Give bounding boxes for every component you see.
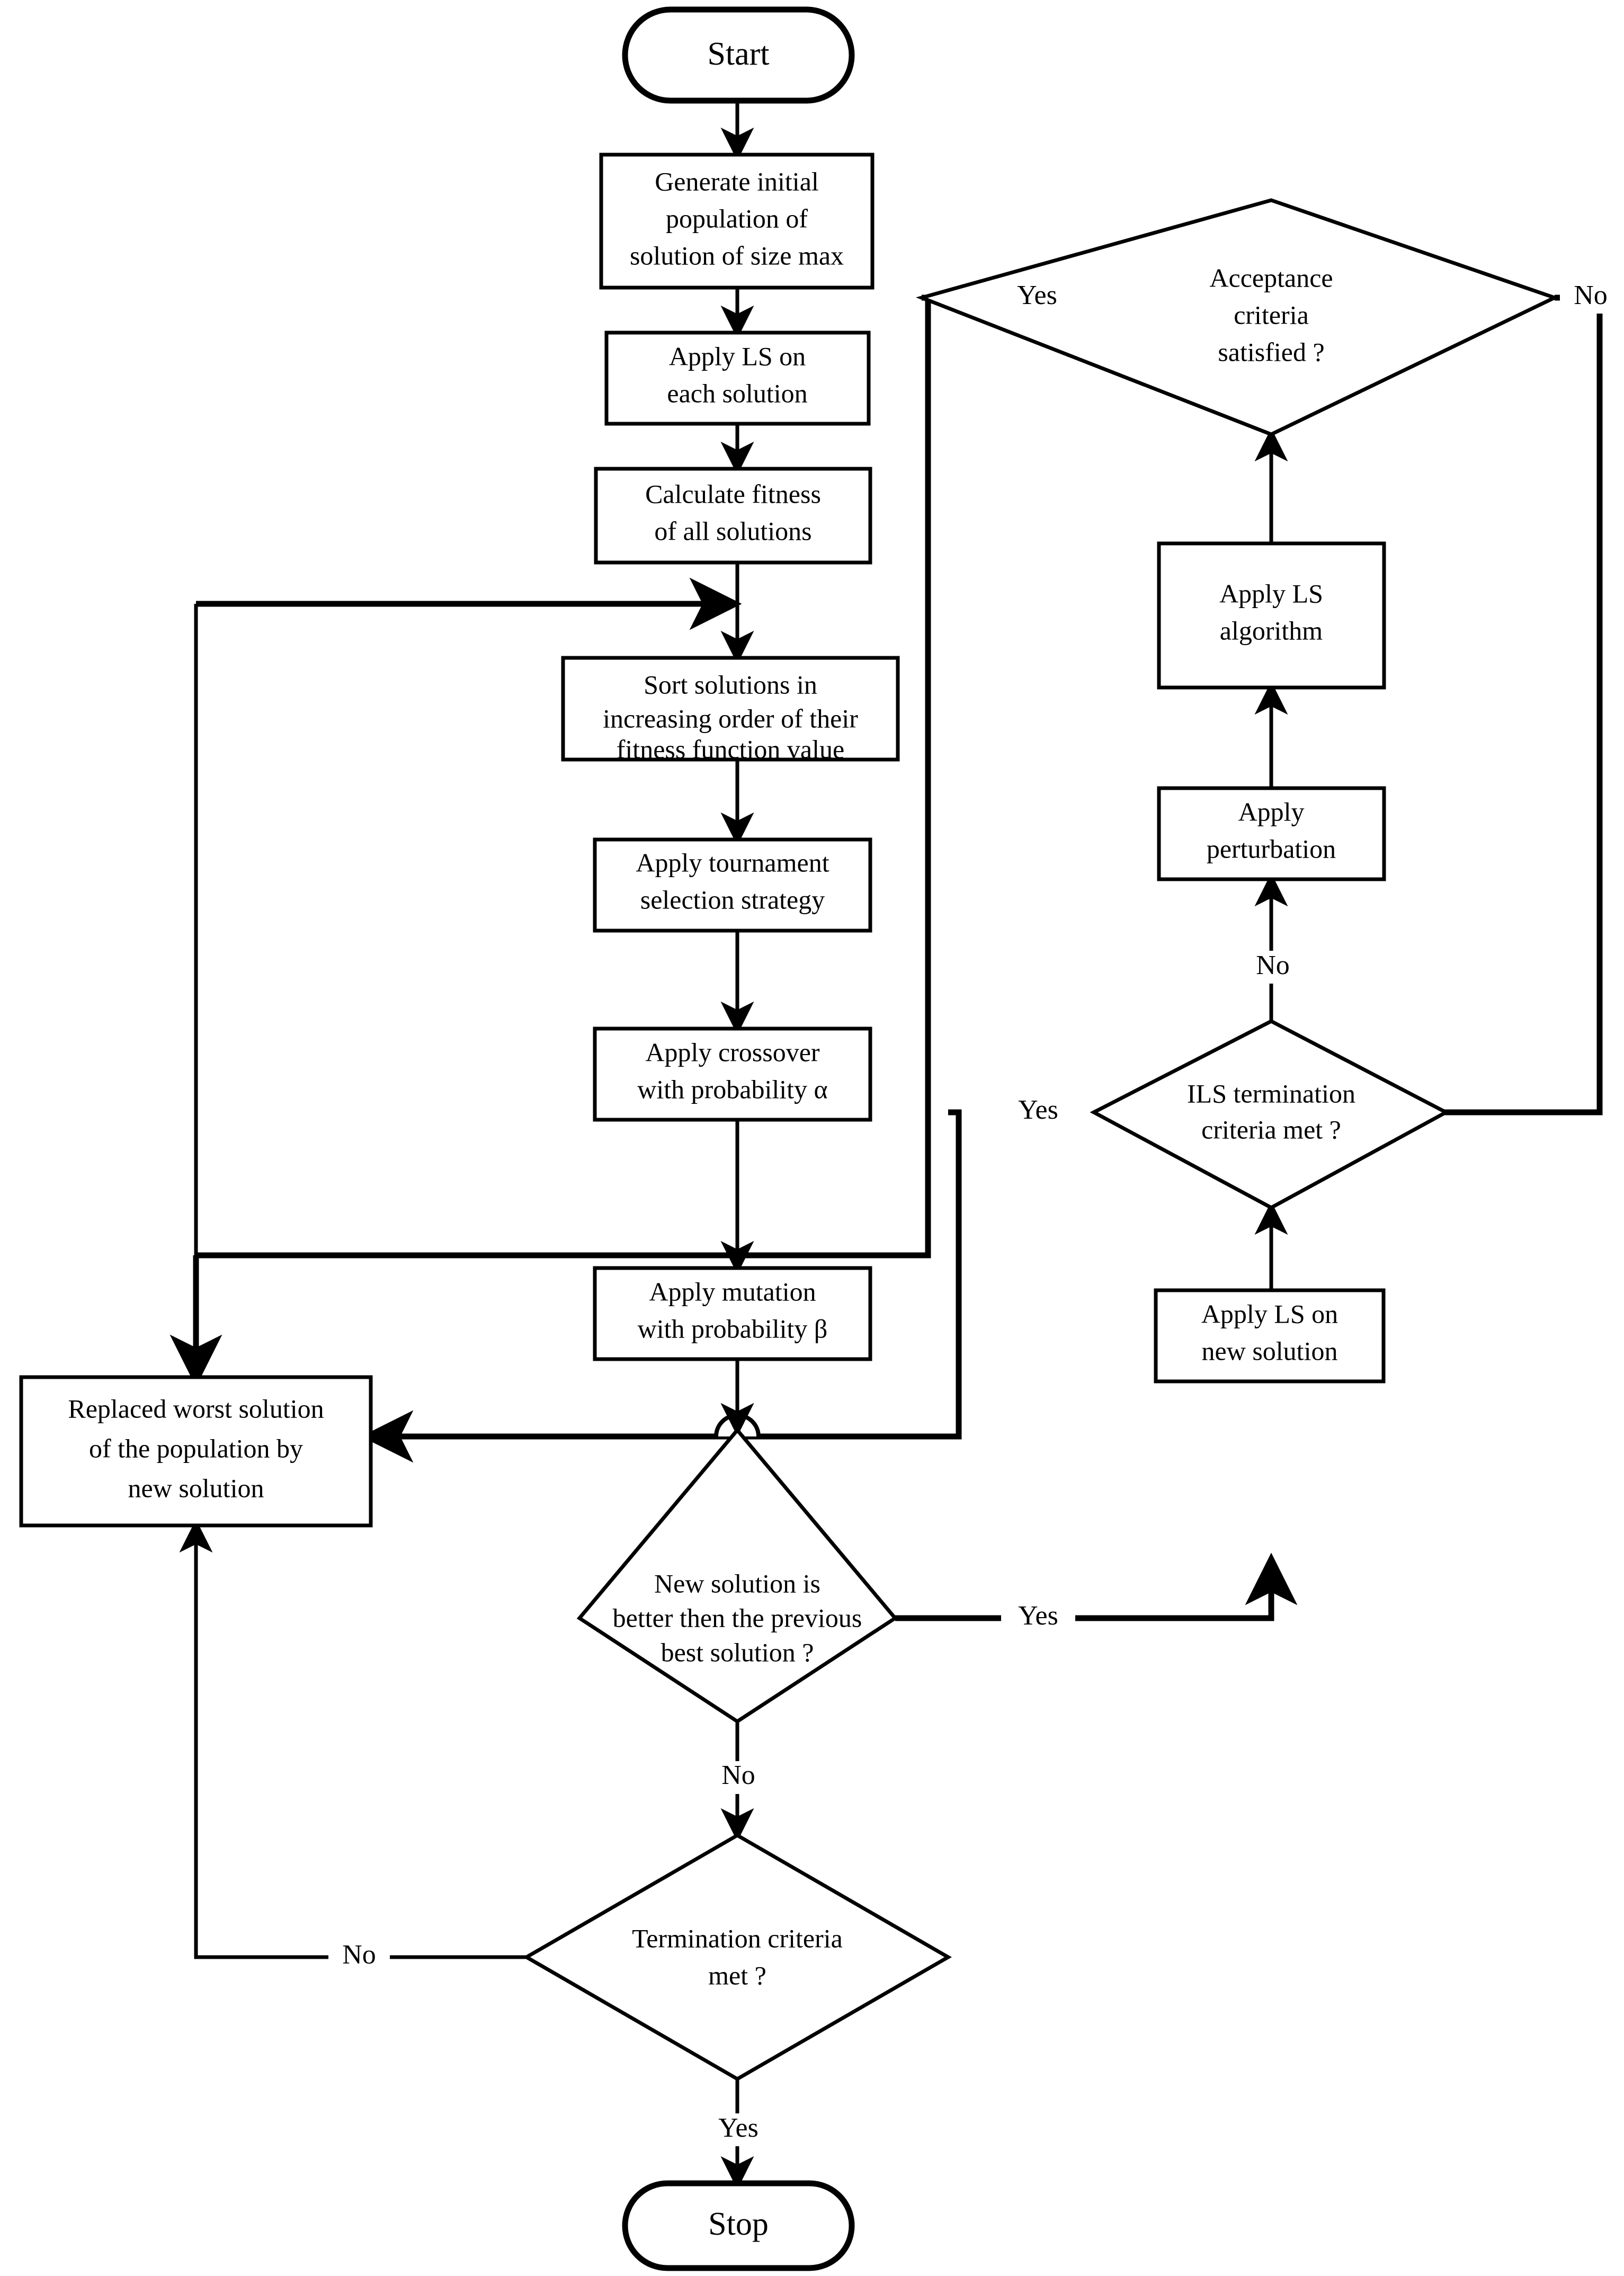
node-applyls-line2: each solution bbox=[667, 378, 807, 408]
node-mutation-line1: Apply mutation bbox=[649, 1277, 816, 1306]
node-fitness-line2: of all solutions bbox=[654, 516, 811, 546]
node-termination-criteria-decision[interactable]: Termination criteria met ? bbox=[523, 1833, 952, 2082]
node-newbetter-line1: New solution is bbox=[654, 1568, 820, 1598]
edge-acceptance-no-path bbox=[1330, 294, 1603, 1139]
line-hop-bridge bbox=[714, 1359, 761, 1437]
edge-label-newbetter-no: No bbox=[721, 1760, 755, 1790]
node-stop-label: Stop bbox=[708, 2206, 769, 2242]
node-perturbation-line1: Apply bbox=[1238, 797, 1305, 826]
edge-ils-yes-path bbox=[361, 1109, 962, 1463]
node-tournament-selection[interactable]: Apply tournament selection strategy bbox=[593, 837, 872, 933]
edge-termination-no-path bbox=[194, 604, 578, 1959]
node-tournament-line1: Apply tournament bbox=[636, 847, 829, 877]
node-sort-line3: fitness function value bbox=[617, 734, 844, 764]
node-fitness-line1: Calculate fitness bbox=[645, 479, 821, 508]
edge-label-newbetter-yes: Yes bbox=[1018, 1601, 1058, 1631]
node-generate-line2: population of bbox=[666, 203, 808, 233]
node-generate-line3: solution of size max bbox=[630, 240, 844, 270]
node-ils-line2: criteria met ? bbox=[1201, 1114, 1341, 1144]
node-newbetter-line3: best solution ? bbox=[661, 1637, 814, 1667]
edge-label-acceptance-no: No bbox=[1574, 280, 1608, 310]
node-lsnew-line1: Apply LS on bbox=[1201, 1299, 1338, 1328]
node-apply-crossover[interactable]: Apply crossover with probability α bbox=[593, 1027, 872, 1122]
node-replace-line2: of the population by bbox=[89, 1433, 303, 1463]
edge-label-acceptance-yes: Yes bbox=[1017, 280, 1057, 310]
node-sort-line2: increasing order of their bbox=[603, 703, 858, 733]
node-acceptance-line1: Acceptance bbox=[1209, 263, 1333, 292]
node-acceptance-line3: satisfied ? bbox=[1218, 337, 1324, 367]
node-sort-solutions[interactable]: Sort solutions in increasing order of th… bbox=[561, 656, 900, 764]
edge-label-termination-yes: Yes bbox=[718, 2113, 759, 2143]
node-applyls-line1: Apply LS on bbox=[669, 341, 806, 371]
node-crossover-line2: with probability α bbox=[637, 1074, 828, 1104]
node-lsalg-line2: algorithm bbox=[1220, 615, 1323, 645]
node-stop[interactable]: Stop bbox=[622, 2180, 855, 2271]
node-lsnew-line2: new solution bbox=[1202, 1336, 1338, 1365]
node-acceptance-criteria-decision[interactable]: Acceptance criteria satisfied ? bbox=[915, 198, 1560, 436]
node-calculate-fitness[interactable]: Calculate fitness of all solutions bbox=[594, 467, 872, 565]
node-replace-line1: Replaced worst solution bbox=[68, 1394, 324, 1423]
node-apply-ls-new-solution[interactable]: Apply LS on new solution bbox=[1154, 1288, 1386, 1384]
node-acceptance-line2: criteria bbox=[1234, 300, 1309, 329]
node-termination-line2: met ? bbox=[708, 1960, 766, 1990]
node-generate-line1: Generate initial bbox=[655, 166, 819, 196]
node-apply-perturbation[interactable]: Apply perturbation bbox=[1157, 786, 1386, 881]
edge-label-termination-no: No bbox=[342, 1940, 376, 1970]
node-termination-line1: Termination criteria bbox=[632, 1923, 843, 1953]
node-sort-line1: Sort solutions in bbox=[644, 670, 817, 699]
node-ils-line1: ILS termination bbox=[1187, 1078, 1355, 1108]
node-new-solution-better-decision[interactable]: New solution is better then the previous… bbox=[576, 1427, 898, 1724]
node-lsalg-line1: Apply LS bbox=[1219, 578, 1323, 608]
edge-newbetter-yes-path bbox=[895, 1552, 1298, 1621]
node-replace-line3: new solution bbox=[128, 1473, 264, 1503]
node-start[interactable]: Start bbox=[622, 6, 855, 104]
node-crossover-line1: Apply crossover bbox=[645, 1037, 819, 1067]
node-perturbation-line2: perturbation bbox=[1207, 834, 1336, 863]
edge-label-ils-yes: Yes bbox=[1018, 1095, 1058, 1125]
node-apply-ls-each-solution[interactable]: Apply LS on each solution bbox=[604, 331, 871, 426]
node-generate-initial-population[interactable]: Generate initial population of solution … bbox=[599, 153, 875, 290]
node-mutation-line2: with probability β bbox=[638, 1314, 828, 1343]
node-tournament-line2: selection strategy bbox=[640, 885, 825, 914]
node-start-label: Start bbox=[707, 36, 769, 72]
edge-label-ils-no: No bbox=[1256, 950, 1290, 980]
node-replace-worst-solution[interactable]: Replaced worst solution of the populatio… bbox=[19, 1375, 373, 1528]
node-newbetter-line2: better then the previous bbox=[613, 1603, 862, 1632]
edge-label-layer: Yes No Yes No Yes No No Yes bbox=[328, 280, 1621, 2146]
node-apply-ls-algorithm[interactable]: Apply LS algorithm bbox=[1157, 541, 1386, 690]
node-ils-termination-decision[interactable]: ILS termination criteria met ? bbox=[1090, 1019, 1450, 1210]
node-apply-mutation[interactable]: Apply mutation with probability β bbox=[593, 1266, 872, 1361]
